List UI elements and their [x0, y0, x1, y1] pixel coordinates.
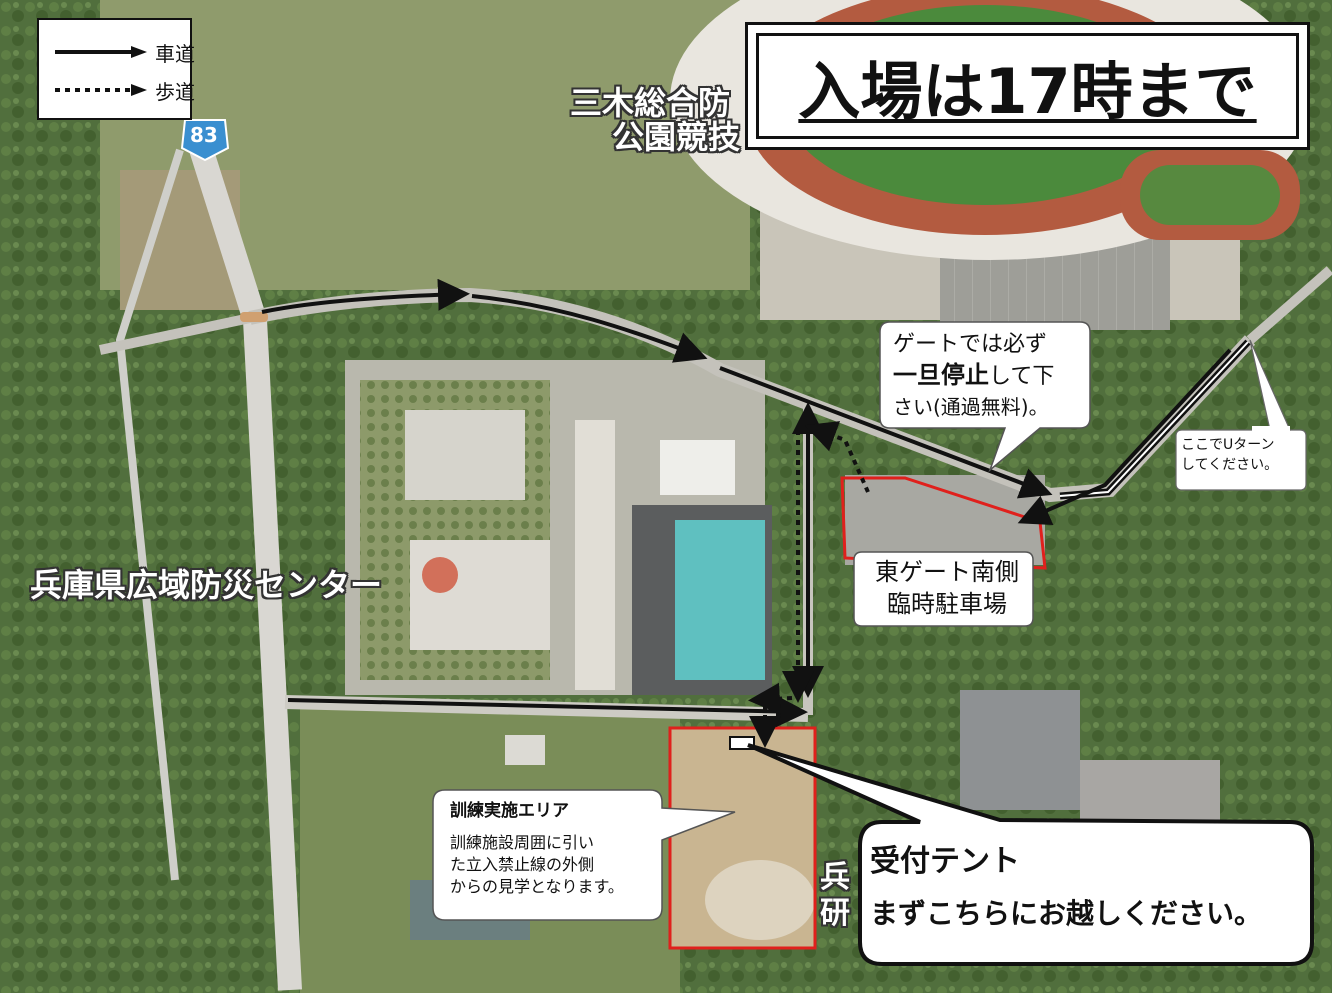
gate-line2-emphasis: 一旦停止 [893, 361, 989, 389]
training-line1: 訓練施設周囲に引い [450, 833, 595, 852]
south-access-road [284, 695, 809, 722]
car-route-segment-2 [471, 294, 708, 363]
gate-callout-bubble [879, 321, 1091, 473]
car-route-segment-3 [719, 366, 1053, 499]
legend-road-label: 車道 [155, 42, 195, 66]
map-legend: 車道 歩道 [37, 18, 195, 120]
reception-line2: まずこちらにお越しください。 [870, 897, 1263, 930]
parking-callout-text: 東ゲート南側 臨時駐車場 [862, 556, 1032, 620]
gate-line3: さい(通過無料)。 [893, 395, 1049, 419]
gate-line2-rest: して下 [989, 364, 1055, 389]
training-debris [705, 860, 815, 940]
training-callout-text: 訓練実施エリア 訓練施設周囲に引い た立入禁止線の外側 からの見学となります。 [450, 800, 660, 898]
partial-label-2: 研 [820, 896, 850, 931]
car-route-uturn-inner [1059, 341, 1249, 497]
reception-callout-text: 受付テント まずこちらにお越しください。 [870, 840, 1310, 944]
route-83-shield-icon [180, 119, 230, 162]
parking-line2: 臨時駐車場 [887, 590, 1007, 618]
east-building-2 [1080, 760, 1220, 830]
artificial-pitch [675, 520, 765, 680]
uturn-line2: してください。 [1181, 457, 1279, 473]
park-label-line1: 三木総合防 [570, 84, 731, 122]
gate-callout-text: ゲートでは必ず 一旦停止して下 さい(通過無料)。 [893, 330, 1088, 422]
car-route-south-access [287, 695, 808, 728]
reception-callout-bubble [747, 743, 1314, 966]
west-connector-road [98, 313, 252, 355]
east-buildings [960, 690, 1080, 810]
dotted-arrow-icon [55, 84, 147, 96]
building-block-2 [410, 540, 550, 650]
training-title: 訓練実施エリア [450, 801, 569, 821]
temporary-parking-outline [840, 476, 1047, 570]
road-gate-marker [240, 312, 268, 322]
walk-route-from-lot [804, 421, 870, 493]
walk-route-west [748, 682, 793, 715]
banner-title: 入場は17時まで [798, 55, 1257, 128]
training-line3: からの見学となります。 [450, 877, 624, 896]
uturn-line1: ここでUターン [1181, 437, 1275, 453]
training-callout-bubble [432, 789, 736, 921]
long-building [575, 420, 615, 690]
park-label-line2: 公園競技 [612, 118, 741, 156]
west-path [115, 148, 184, 881]
partial-label-1: 兵 [820, 860, 850, 895]
legend-road-row: 車道 [53, 36, 195, 66]
route-number-label: 83 [190, 123, 218, 147]
reception-line1: 受付テント [870, 844, 1020, 879]
uturn-callout-text: ここでUターン してください。 [1181, 435, 1305, 475]
parking-callout-bubble [853, 551, 1034, 627]
gate-line2: 一旦停止して下 [893, 360, 1088, 392]
solid-arrow-icon [55, 46, 147, 58]
small-building [505, 735, 545, 765]
legend-sidewalk-label: 歩道 [155, 80, 195, 104]
disaster-center-label: 兵庫県広域防災センター [30, 566, 383, 604]
rooftop-marker [422, 557, 458, 593]
legend-sidewalk-row: 歩道 [53, 74, 195, 104]
building-block-1 [405, 410, 525, 500]
entry-deadline-banner: 入場は17時まで [745, 22, 1310, 150]
uturn-callout-bubble [1175, 339, 1307, 491]
training-line2: た立入禁止線の外側 [450, 855, 595, 874]
banner-inner-frame: 入場は17時まで [756, 33, 1299, 139]
car-route-segment-1 [261, 278, 470, 314]
building-block-3 [660, 440, 735, 495]
gate-line1: ゲートでは必ず [893, 332, 1048, 357]
parking-line1: 東ゲート南側 [875, 558, 1019, 586]
northeast-road [1246, 266, 1332, 344]
training-area-outline [668, 726, 817, 950]
car-route-return [1017, 348, 1232, 526]
secondary-field [1140, 165, 1280, 225]
